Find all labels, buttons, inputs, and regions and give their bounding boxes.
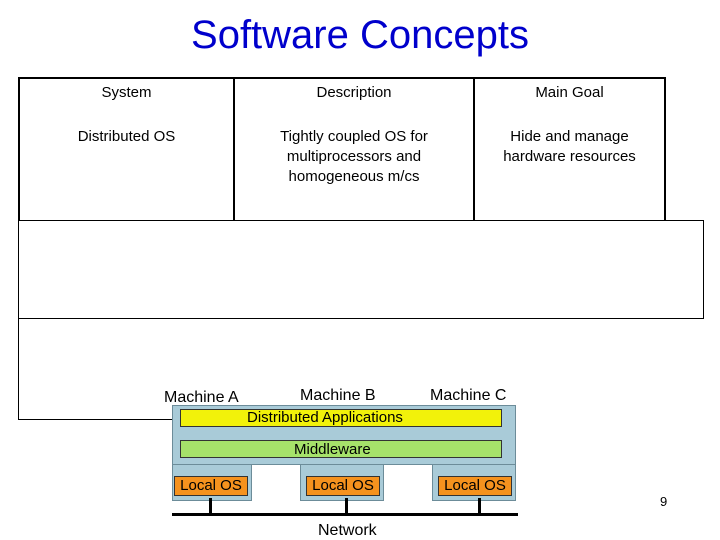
- table-left-border-top: [18, 77, 20, 220]
- table-row-divider-1: [18, 220, 704, 221]
- header-description-label: Description: [316, 84, 392, 101]
- local-os-box-c: Local OS: [438, 476, 512, 496]
- machine-c-label: Machine C: [430, 387, 507, 404]
- cell-system: Distributed OS: [20, 124, 233, 214]
- distributed-applications-label: Distributed Applications: [247, 409, 403, 426]
- page-number: 9: [660, 494, 668, 509]
- network-label: Network: [318, 522, 377, 539]
- header-system: System: [20, 80, 233, 120]
- cell-main-goal: Hide and manage hardware resources: [475, 124, 664, 214]
- cell-description-text: Tightly coupled OS for multiprocessors a…: [280, 128, 428, 185]
- header-description: Description: [235, 80, 473, 120]
- table-right-border-top: [664, 77, 666, 220]
- network-connector-b: [345, 498, 348, 514]
- table-right-border-mid: [703, 220, 704, 318]
- header-main-goal: Main Goal: [475, 80, 664, 120]
- cell-system-text: Distributed OS: [77, 128, 176, 145]
- table-row-divider-2: [18, 318, 704, 319]
- machine-a-label: Machine A: [164, 389, 239, 406]
- table-bottom-border: [18, 419, 178, 420]
- distributed-applications-bar: Distributed Applications: [180, 409, 502, 427]
- local-os-label-a: Local OS: [180, 477, 242, 494]
- local-os-box-a: Local OS: [174, 476, 248, 496]
- network-connector-c: [478, 498, 481, 514]
- table-col-divider-1: [233, 77, 235, 220]
- cell-main-goal-text: Hide and manage hardware resources: [503, 128, 636, 165]
- machine-b-label: Machine B: [300, 387, 376, 404]
- network-bus: [172, 513, 518, 516]
- middleware-label: Middleware: [294, 441, 371, 458]
- table-top-border: [18, 77, 666, 79]
- table-col-divider-2: [473, 77, 475, 220]
- local-os-label-b: Local OS: [312, 477, 374, 494]
- slide-title: Software Concepts: [191, 13, 529, 57]
- header-main-goal-label: Main Goal: [535, 84, 604, 101]
- table-left-border-bottom: [18, 220, 19, 420]
- middleware-bar: Middleware: [180, 440, 502, 458]
- local-os-label-c: Local OS: [444, 477, 506, 494]
- local-os-box-b: Local OS: [306, 476, 380, 496]
- cell-description: Tightly coupled OS for multiprocessors a…: [235, 124, 473, 214]
- network-connector-a: [209, 498, 212, 514]
- header-system-label: System: [101, 84, 152, 101]
